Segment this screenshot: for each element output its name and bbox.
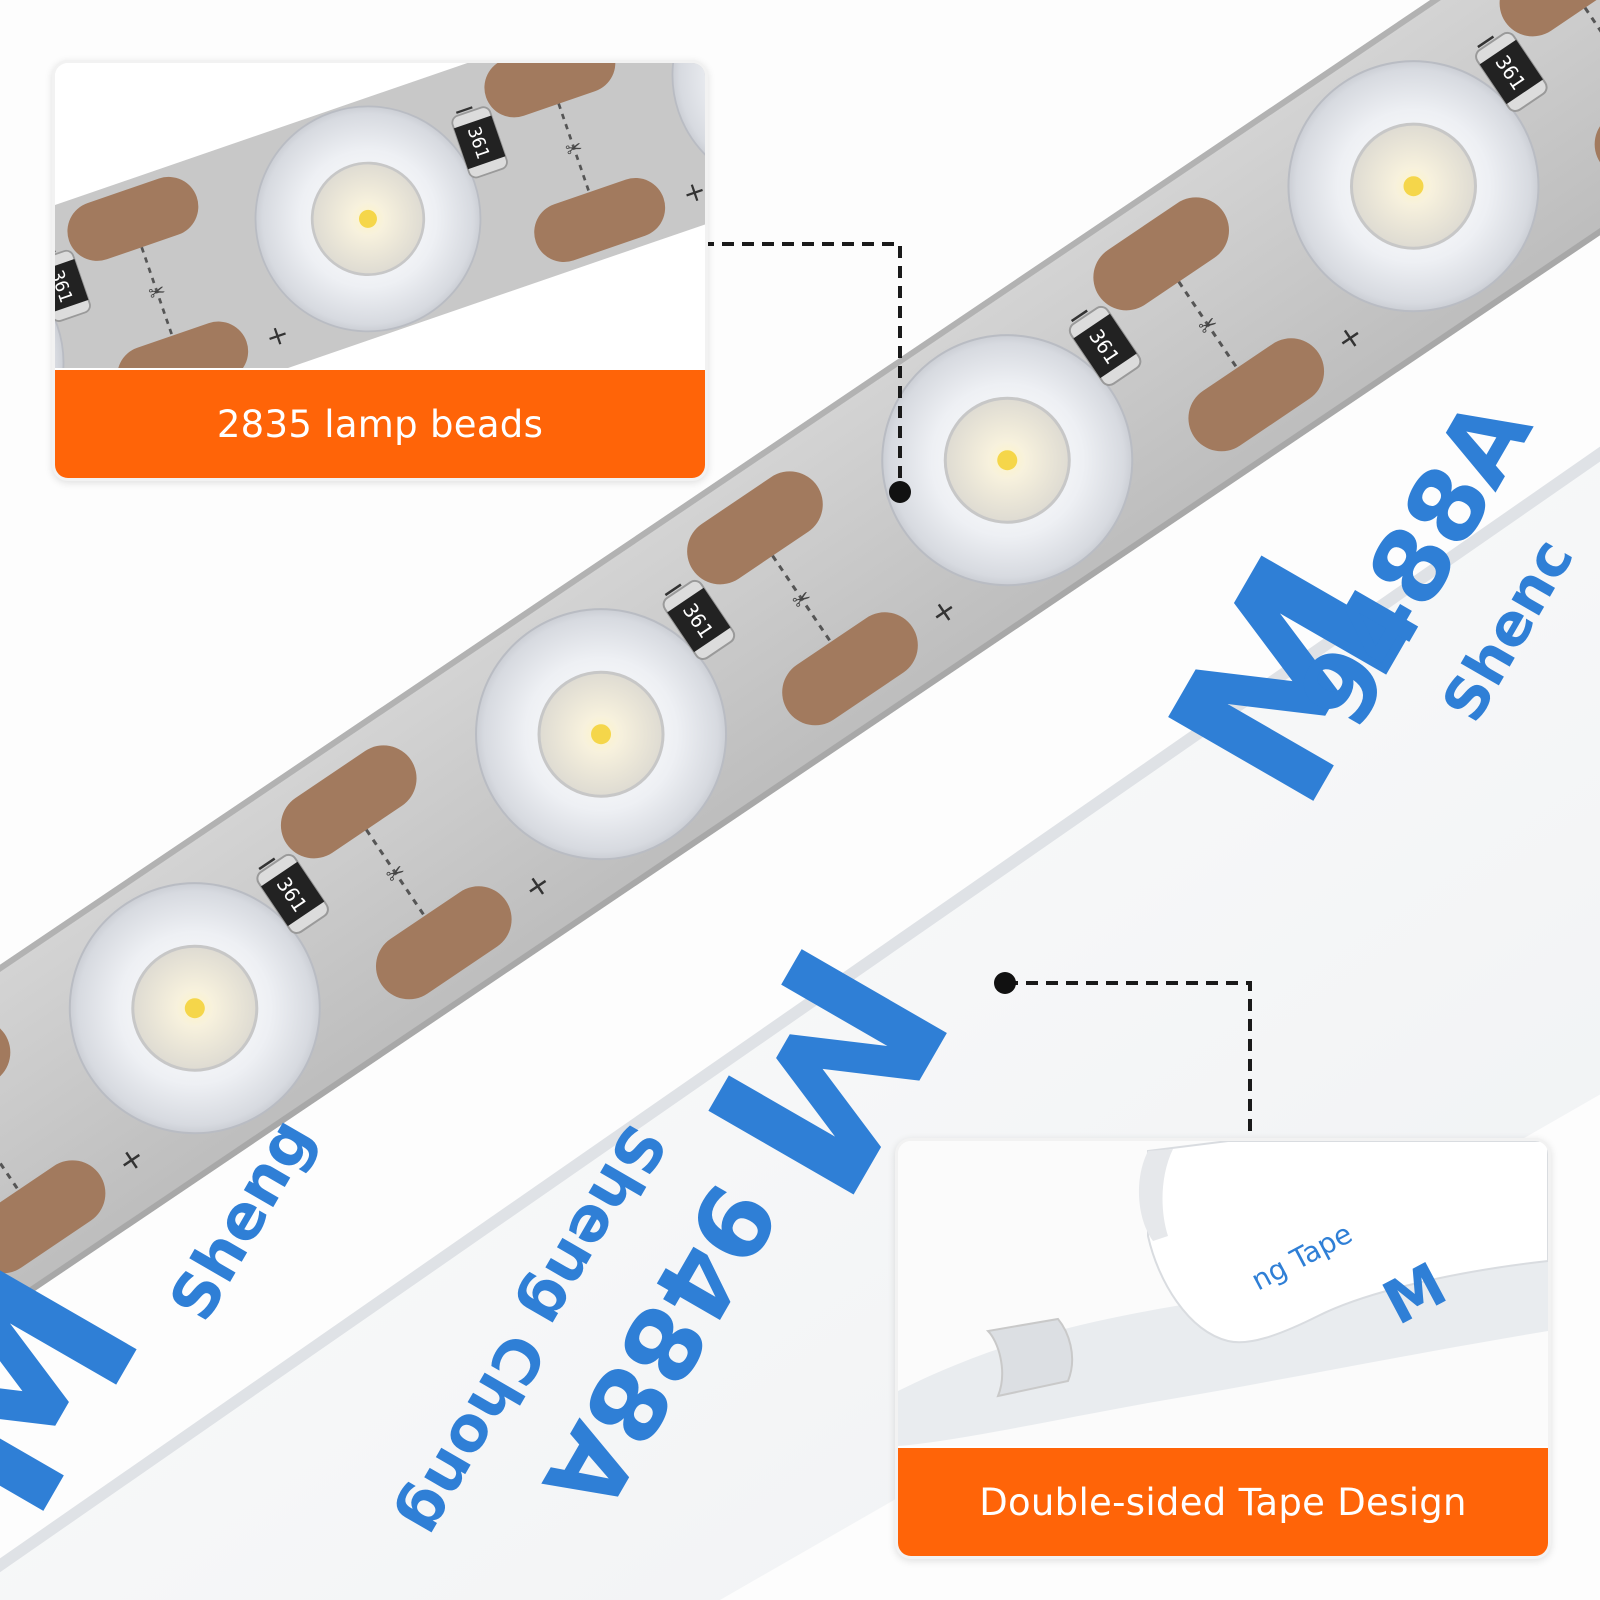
resistor: 361	[451, 106, 508, 179]
tape-label: Double-sided Tape Design	[979, 1480, 1467, 1524]
copper-pad	[1499, 0, 1600, 37]
lamp-beads-label: 2835 lamp beads	[216, 402, 544, 446]
cut-line	[771, 554, 832, 643]
copper-pad	[1188, 338, 1325, 452]
resistor: 361	[256, 853, 329, 935]
led-lens	[671, 63, 705, 189]
minus-mark: −	[55, 235, 63, 272]
resistor-body	[453, 115, 506, 170]
led-chip	[591, 724, 612, 745]
strip-units: ✂−+361✂−+361✂−+361✂−+361✂−+361	[0, 0, 1600, 1274]
strip-unit: ✂−+361	[55, 249, 91, 368]
led-lens	[55, 249, 65, 368]
strip-unit: ✂−+361	[1059, 31, 1548, 452]
led-chip	[1403, 176, 1424, 197]
led-chip	[184, 998, 205, 1019]
strip-unit: ✂−+361	[247, 579, 736, 1000]
cut-line	[140, 246, 174, 337]
cut-line	[1583, 6, 1600, 95]
copper-pad	[67, 176, 199, 261]
led-chip	[997, 450, 1018, 471]
tape-caption-bar: Double-sided Tape Design	[898, 1448, 1548, 1556]
resistor-body	[667, 587, 731, 653]
strip-unit: ✂−+361	[449, 63, 705, 262]
resistor-body	[55, 259, 89, 313]
lamp-beads-closeup: ✂−+361✂−+361✂−+361	[55, 63, 705, 368]
resistor-body	[1479, 39, 1543, 105]
strip-unit: ✂−+361	[0, 853, 329, 1274]
scissors-icon: ✂	[146, 279, 169, 306]
copper-pad	[375, 886, 512, 1000]
copper-pad	[117, 321, 249, 368]
tape-peel-closeup: ng Tape M	[898, 1141, 1548, 1446]
copper-pad	[1093, 197, 1230, 311]
resistor-body	[1073, 313, 1137, 379]
resistor: 361	[662, 579, 736, 661]
resistor: 361	[1475, 31, 1548, 112]
cut-line	[1177, 280, 1239, 369]
copper-pad	[534, 177, 666, 262]
copper-pad	[782, 612, 918, 726]
tape-callout: ng Tape M Double-sided Tape Design	[895, 1138, 1551, 1559]
cut-line	[0, 1102, 20, 1191]
cut-line	[365, 828, 426, 917]
copper-pad	[280, 745, 417, 859]
lamp-beads-callout: ✂−+361✂−+361✂−+361 2835 lamp beads	[52, 60, 708, 481]
led-chip	[358, 209, 377, 228]
resistor-body	[260, 861, 325, 927]
copper-pad	[484, 63, 616, 118]
cut-line	[557, 103, 591, 193]
strip-unit: ✂−+361	[653, 305, 1142, 726]
resistor: 361	[1068, 305, 1142, 386]
strip-unit: ✂−+361	[55, 105, 508, 368]
scissors-icon: ✂	[563, 135, 586, 162]
lamp-beads-caption-bar: 2835 lamp beads	[55, 370, 705, 478]
copper-pad	[0, 1160, 106, 1274]
copper-pad	[687, 471, 823, 585]
resistor: 361	[55, 249, 91, 322]
